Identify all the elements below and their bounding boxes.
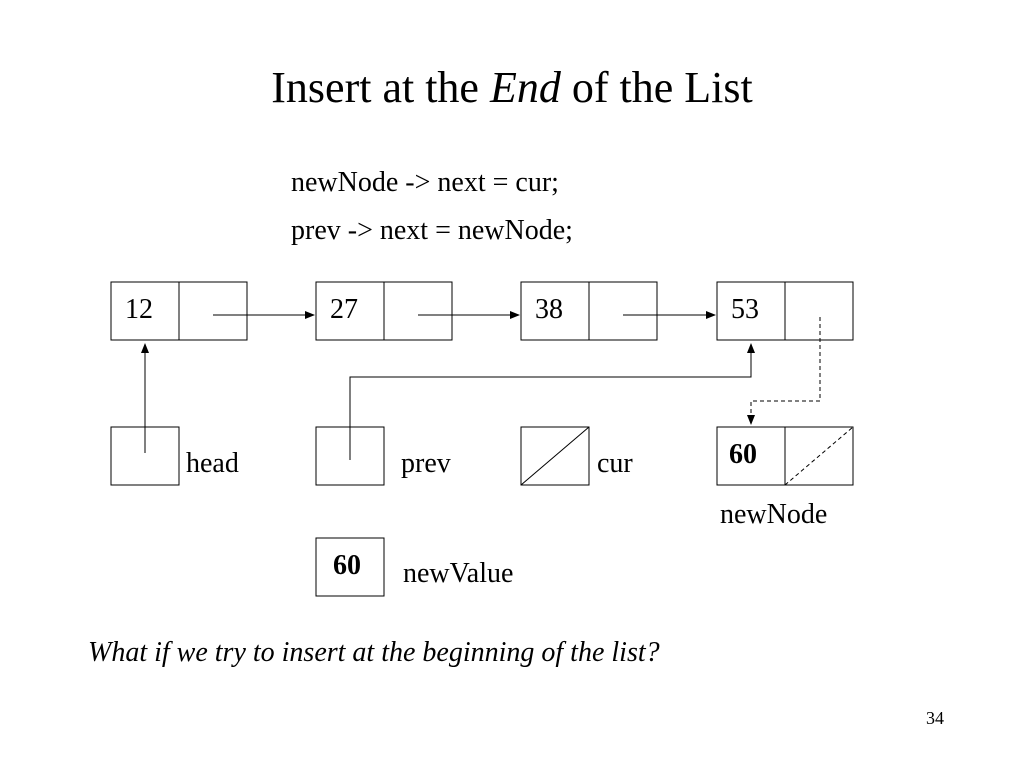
prev-arrow (349, 343, 755, 460)
list-node-2 (315, 281, 453, 341)
new-node-value: 60 (729, 439, 757, 470)
node-4-value: 53 (731, 294, 759, 325)
node-2-value: 27 (330, 294, 358, 325)
new-value-box-value: 60 (333, 550, 361, 581)
node-1-next-cell (178, 281, 248, 341)
node4-to-newnode-dashed-arrow (747, 317, 821, 425)
prev-label: prev (401, 448, 451, 479)
node-3-value: 38 (535, 294, 563, 325)
list-node-4 (716, 281, 854, 341)
new-node-label: newNode (720, 499, 828, 530)
list-node-3 (520, 281, 658, 341)
node-2-next-cell (383, 281, 453, 341)
slide-title: Insert at the End of the List (0, 62, 1024, 114)
question-text: What if we try to insert at the beginnin… (88, 637, 660, 668)
cur-null-slash (520, 426, 590, 486)
head-label: head (186, 448, 239, 479)
node-2-data-cell (315, 281, 385, 341)
node-3-data-cell (520, 281, 590, 341)
title-prefix: Insert at the (271, 63, 490, 112)
new-value-label: newValue (403, 558, 514, 589)
node-4-data-cell (716, 281, 786, 341)
new-node (716, 426, 854, 486)
list-node-1 (110, 281, 248, 341)
node-4-next-cell (784, 281, 854, 341)
new-node-null-slash (784, 426, 854, 486)
new-node-data-cell (716, 426, 786, 486)
code-line-2: prev -> next = newNode; (291, 215, 573, 246)
node-1-value: 12 (125, 294, 153, 325)
cur-label: cur (597, 448, 633, 479)
title-suffix: of the List (560, 63, 753, 112)
new-value-box (315, 537, 385, 597)
title-emphasis: End (489, 63, 561, 112)
node-3-next-cell (588, 281, 658, 341)
node-1-data-cell (110, 281, 180, 341)
slide-number: 34 (926, 708, 944, 728)
code-line-1: newNode -> next = cur; (291, 167, 559, 198)
